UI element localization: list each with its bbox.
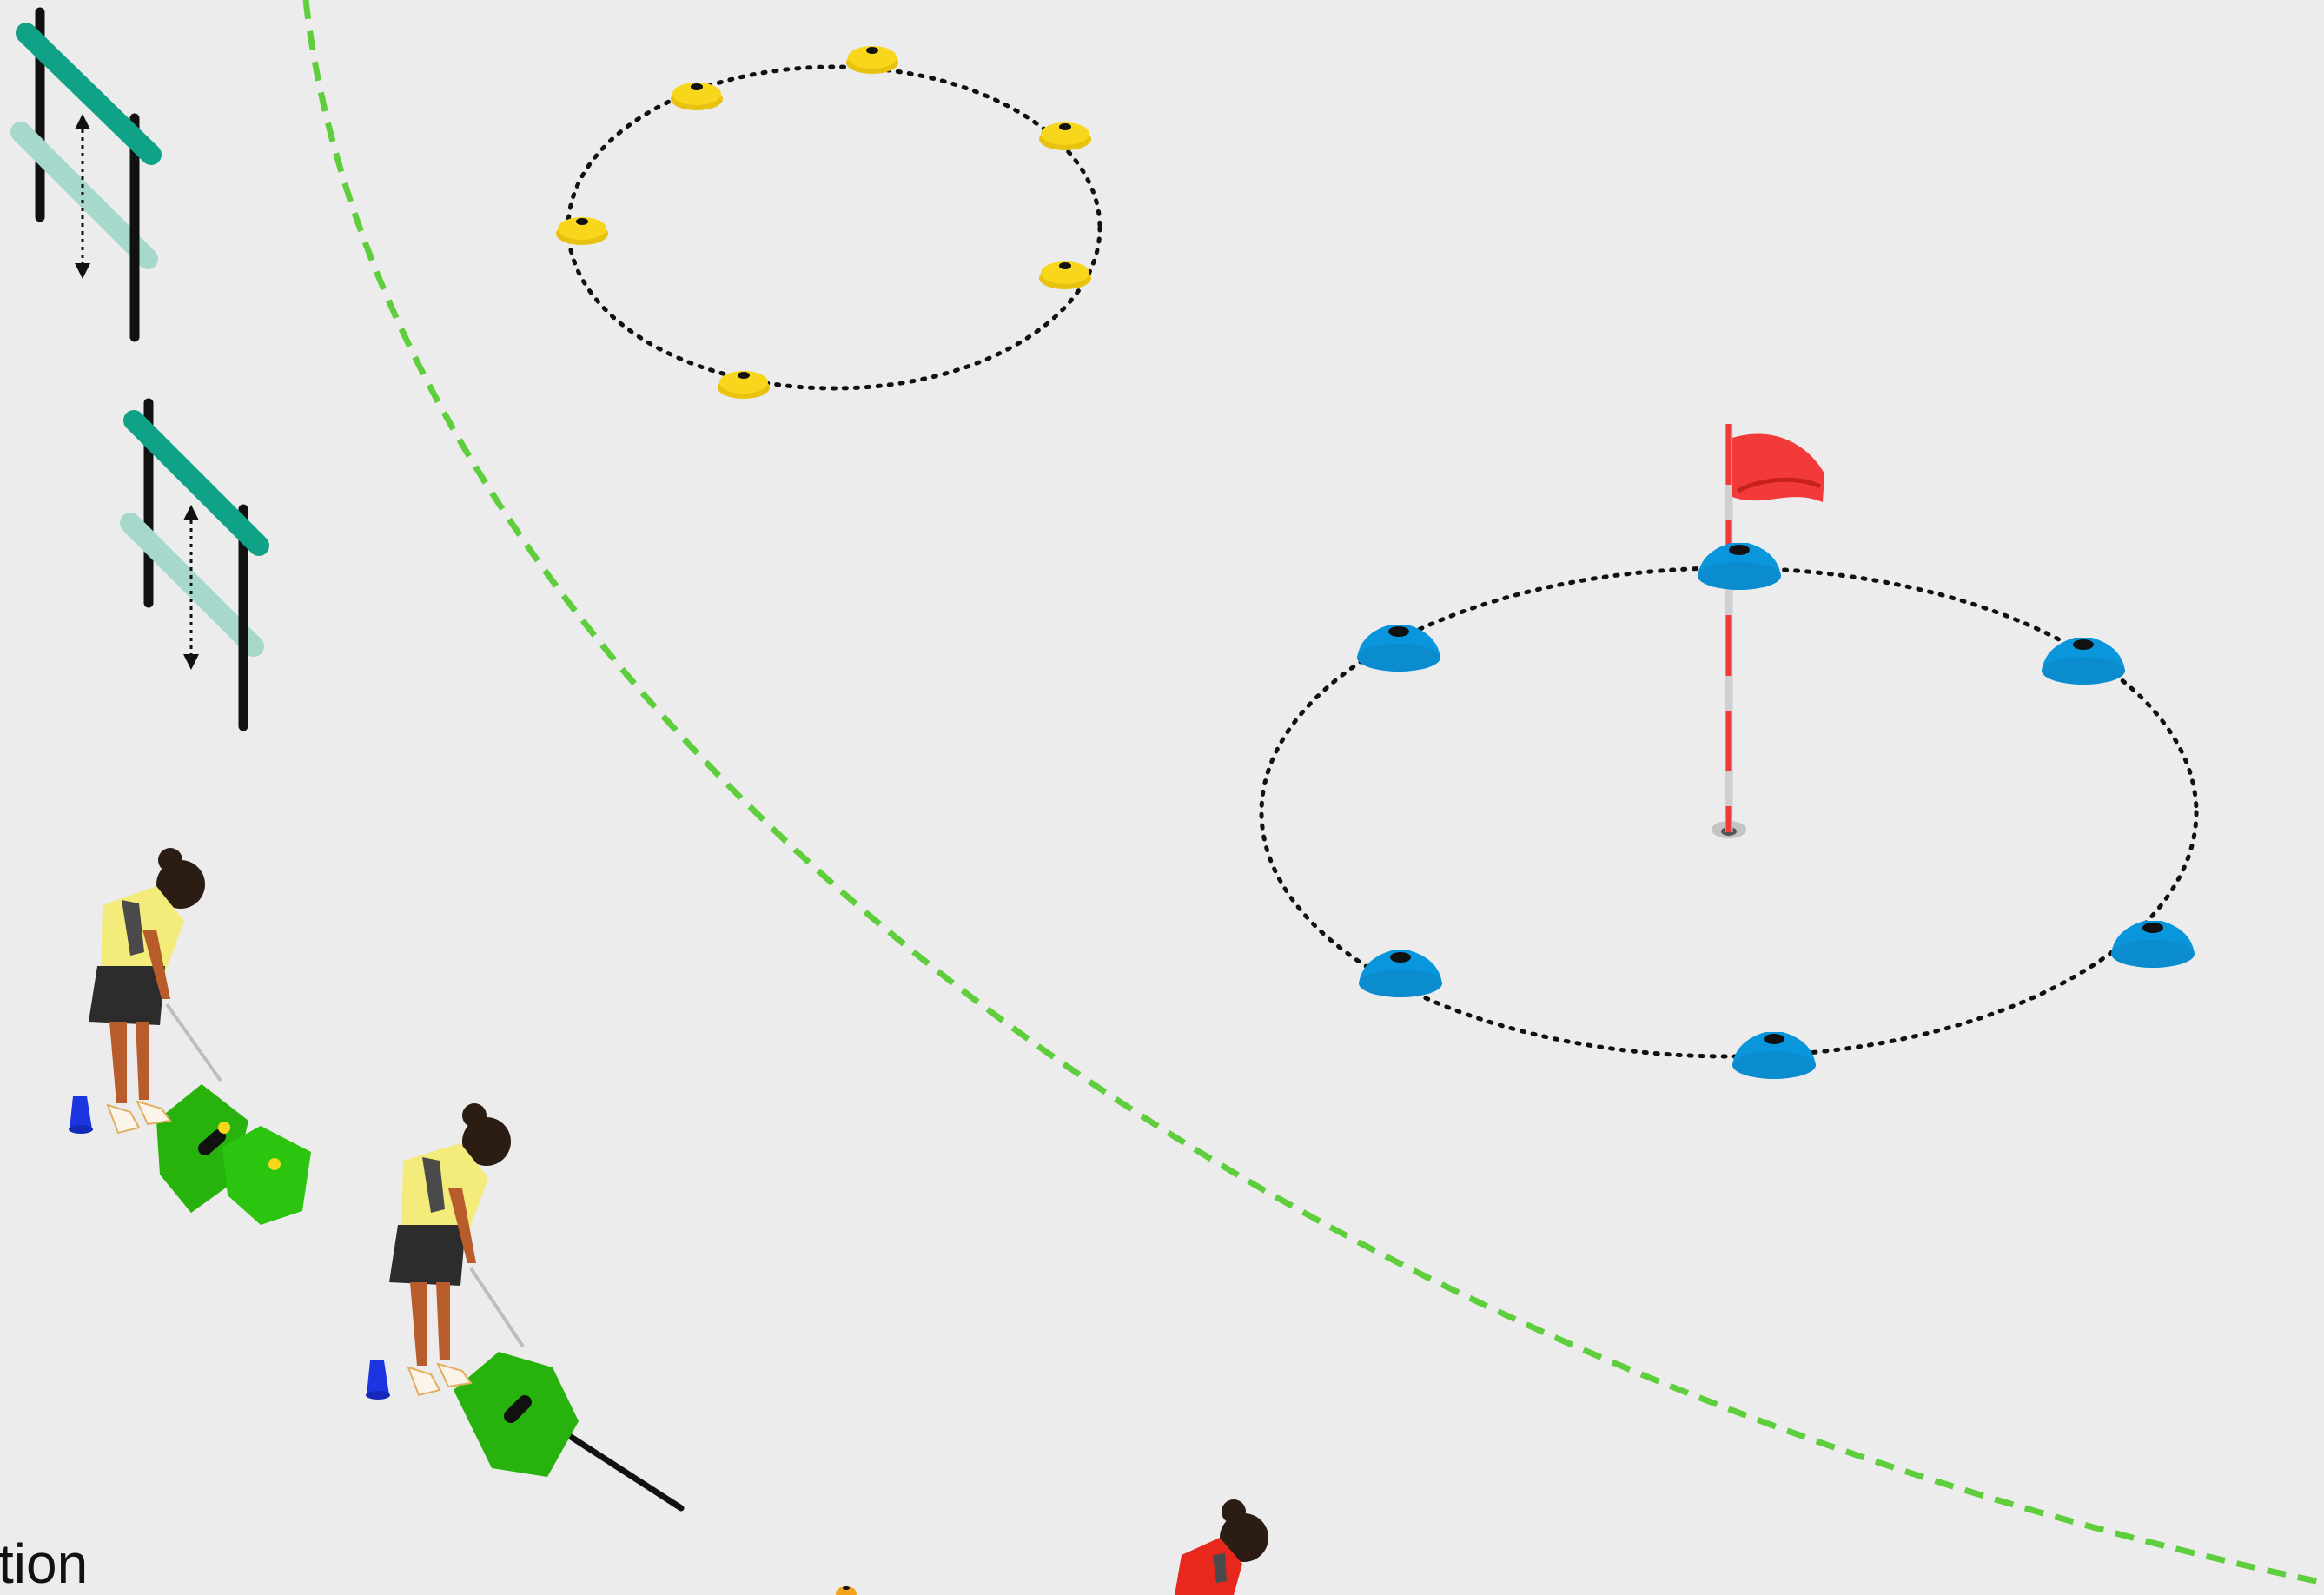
yellow-cone <box>1039 122 1091 150</box>
yellow-cone <box>718 371 770 399</box>
coach-icon <box>1175 1499 1268 1595</box>
yellow-cone <box>671 83 723 110</box>
yellow-cone-ring <box>556 46 1100 399</box>
caption-fragment: tion <box>0 1536 88 1592</box>
blue-cone <box>2111 921 2195 968</box>
marker-cup-icon <box>367 1360 389 1395</box>
golfer-station <box>69 848 311 1225</box>
blue-cone <box>1357 625 1440 672</box>
boundary-line <box>306 0 2324 1583</box>
yellow-cone <box>556 217 608 245</box>
blue-cone <box>1359 950 1442 997</box>
blue-cone <box>2042 638 2125 685</box>
yellow-cone <box>846 46 898 74</box>
golfer-icon <box>389 1103 523 1395</box>
hurdle-icon <box>130 403 259 726</box>
hitting-mat-icon <box>156 1084 311 1225</box>
blue-cone-ring <box>1261 424 2196 1079</box>
yellow-cone <box>1039 261 1091 289</box>
blue-cone <box>1732 1032 1816 1079</box>
hitting-mat-icon <box>454 1352 579 1477</box>
marker-cup-icon <box>70 1096 92 1129</box>
golf-flag-icon <box>1712 424 1824 838</box>
golfer-station <box>366 1103 681 1508</box>
hurdle-icon <box>21 12 151 337</box>
orange-cone <box>836 1586 857 1595</box>
blue-cone <box>1698 543 1781 590</box>
